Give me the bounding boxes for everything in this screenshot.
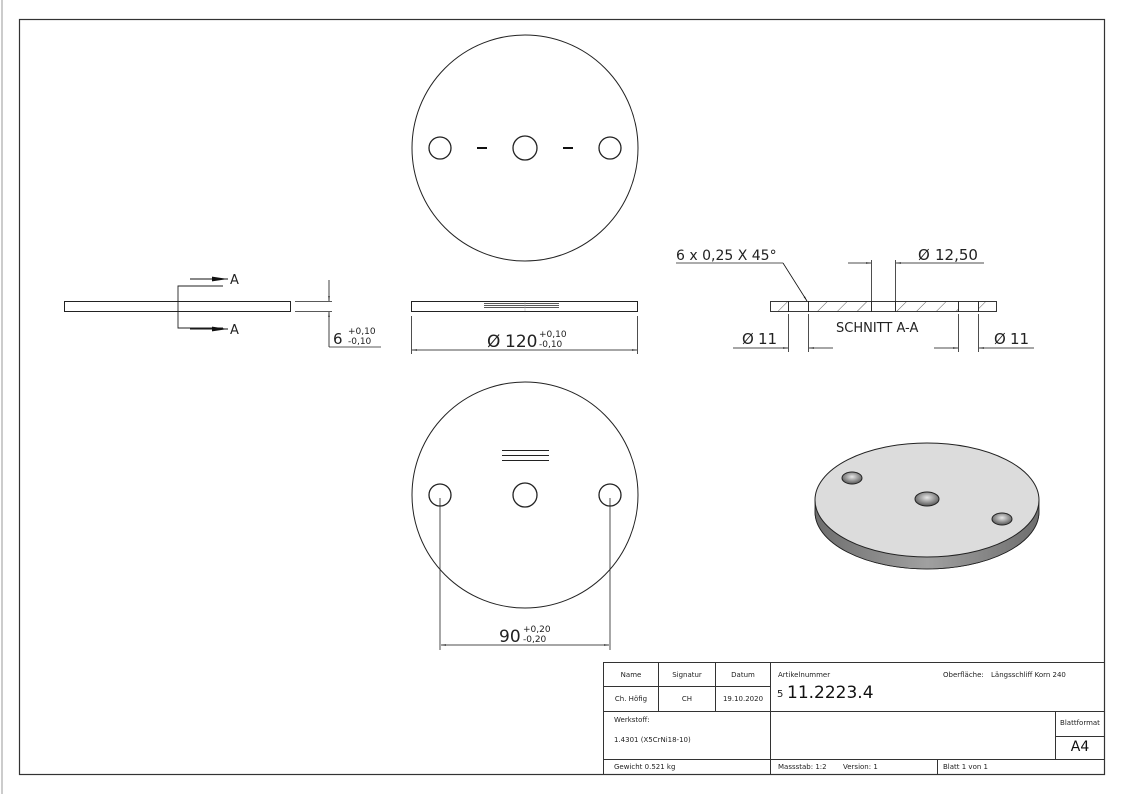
section-label-a-top: A (230, 273, 239, 288)
blatt: Blatt 1 von 1 (943, 763, 988, 771)
center-hole-value: 12,50 (935, 246, 978, 264)
diameter-tol-minus: -0,10 (539, 340, 563, 350)
oberflaeche-label: Oberfläche: (943, 671, 984, 679)
value-signatur: CH (681, 695, 693, 703)
diameter-tol-plus: +0,10 (539, 330, 567, 340)
value-datum: 19.10.2020 (722, 695, 764, 703)
right-hole-value: 11 (1010, 330, 1029, 348)
gewicht: Gewicht 0.521 kg (614, 763, 676, 771)
chamfer-note: 6 x 0,25 X 45° (676, 248, 777, 264)
top-view (411, 34, 639, 262)
left-hole-symbol: Ø (742, 330, 754, 348)
artikelnummer-value: 11.2223.4 (787, 683, 874, 703)
massstab: Massstab: 1:2 (778, 763, 827, 771)
section-view: 6 x 0,25 X 45° Ø 12,50 Ø 11 Ø 11 SCHNITT… (676, 246, 1034, 352)
blattformat-value: A4 (1070, 739, 1090, 755)
header-signatur: Signatur (672, 671, 702, 679)
value-name: Ch. Höfig (614, 695, 648, 703)
spacing-tol-plus: +0,20 (523, 625, 551, 635)
header-datum: Datum (731, 671, 755, 679)
thickness-tol-plus: +0,10 (348, 327, 376, 337)
thickness-tol-minus: -0,10 (348, 337, 372, 347)
diameter-value: 120 (505, 332, 537, 352)
drawing-frame (18, 18, 1106, 776)
section-title: SCHNITT A-A (836, 321, 918, 336)
section-label-a-bottom: A (230, 323, 239, 338)
side-view: A A 6 +0,10 -0,10 (64, 273, 381, 348)
bottom-view: 90 +0,20 -0,20 (411, 381, 639, 650)
right-hole-symbol: Ø (994, 330, 1006, 348)
spacing-tol-minus: -0,20 (523, 635, 547, 645)
title-block-grid (603, 662, 1105, 775)
blattformat-label: Blattformat (1060, 719, 1100, 727)
center-hole-symbol: Ø (918, 246, 930, 264)
thickness-value: 6 (333, 330, 343, 348)
werkstoff-label: Werkstoff: (614, 716, 650, 724)
front-edge-view: Ø 120 +0,10 -0,10 (411, 301, 638, 354)
spacing-value: 90 (499, 627, 521, 647)
version: Version: 1 (843, 763, 878, 771)
header-name: Name (620, 671, 642, 679)
werkstoff-value: 1.4301 (X5CrNi18-10) (614, 736, 691, 744)
artikelnummer-label: Artikelnummer (778, 671, 831, 679)
oberflaeche-value: Längsschliff Korn 240 (991, 671, 1066, 679)
isometric-view (814, 442, 1040, 570)
diameter-symbol: Ø (487, 332, 500, 352)
artikelnummer-prefix: 5 (777, 689, 784, 700)
left-hole-value: 11 (758, 330, 777, 348)
